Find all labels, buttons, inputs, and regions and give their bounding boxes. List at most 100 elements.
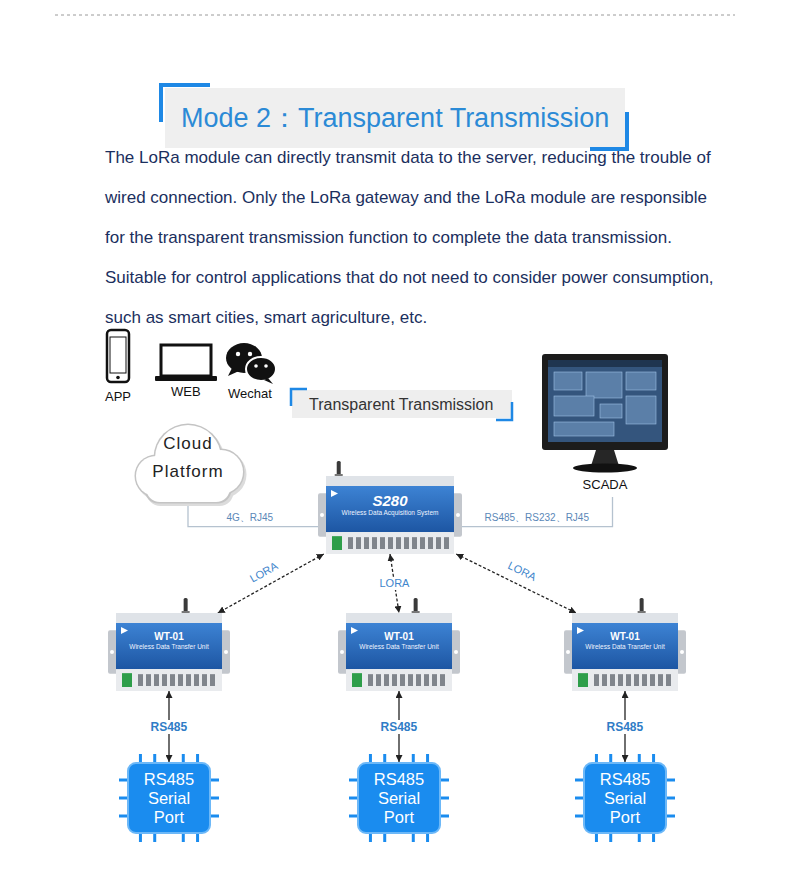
chip-pin: [211, 815, 219, 818]
chat-bubble-tail: [228, 368, 239, 376]
monitor-bezel: [542, 354, 668, 450]
edge-label: 4G、RJ45: [225, 512, 276, 524]
screen-panel: [554, 396, 594, 416]
terminal-block: [352, 673, 362, 687]
lora-module-shape: [564, 613, 686, 691]
terminal-pin: [202, 674, 207, 686]
chip-pin: [638, 834, 641, 842]
device-front: [326, 486, 454, 532]
terminal-pin: [348, 537, 353, 549]
laptop-screen: [161, 345, 211, 376]
terminal-pin: [416, 674, 421, 686]
terminal-pin: [420, 537, 425, 549]
device-logo: [331, 490, 338, 497]
chip-pin: [196, 754, 199, 762]
terminal-pin: [634, 674, 639, 686]
mount-hole: [340, 650, 344, 654]
device-subtitle: Wireless Data Transfer Unit: [129, 643, 208, 651]
chat-eye: [264, 364, 268, 368]
device-subtitle: Wireless Data Acquisition System: [342, 509, 439, 517]
terminal-pin: [356, 537, 361, 549]
terminal-pin: [194, 674, 199, 686]
screen-panel: [554, 372, 582, 390]
lora-module-shape: [338, 613, 460, 691]
edge-label: RS485、RS232、RJ45: [483, 512, 592, 524]
chip-pin: [412, 754, 415, 762]
terminal-pin: [372, 537, 377, 549]
node-text: WT-01Wireless Data Transfer Unit: [359, 631, 438, 651]
edge-label: LORA: [504, 559, 540, 586]
terminal-pin: [384, 674, 389, 686]
terminal-pin: [424, 674, 429, 686]
device-model: WT-01: [154, 631, 183, 643]
node-label: RS485 Serial Port: [590, 770, 660, 827]
chip-pin: [369, 754, 372, 762]
device-model: S280: [372, 492, 407, 509]
subheading-bracket: [291, 389, 307, 406]
device-subtitle: Wireless Data Transfer Unit: [359, 643, 438, 651]
wechat-icon: [226, 343, 276, 384]
terminal-pin: [436, 537, 441, 549]
terminal-pin: [666, 674, 671, 686]
mount-hole: [456, 513, 460, 517]
chip-pin: [119, 815, 127, 818]
terminal-pin: [376, 674, 381, 686]
device-top: [116, 613, 222, 623]
chip-pin: [595, 834, 598, 842]
edge-label: LORA: [378, 577, 412, 590]
chip-pin: [426, 834, 429, 842]
chip-pin: [609, 754, 612, 762]
chip-body: [584, 763, 666, 833]
terminal-pin: [642, 674, 647, 686]
terminal-pin: [364, 537, 369, 549]
mount-hole: [680, 650, 684, 654]
terminal-pin: [412, 537, 417, 549]
icon-label: Wechat: [228, 386, 272, 402]
mount-hole: [454, 650, 458, 654]
lora-gateway: S280Wireless Data Acquisition System: [318, 476, 462, 554]
chip-pin: [369, 834, 372, 842]
screen-panel: [554, 422, 614, 436]
terminal-pin: [388, 537, 393, 549]
cable-link: [188, 506, 318, 527]
chip-pin: [575, 797, 583, 800]
laptop-icon: [155, 345, 217, 381]
chip-pin: [119, 779, 127, 782]
terminal-pin: [380, 537, 385, 549]
chip-pin: [182, 834, 185, 842]
lora-module-shape: [108, 613, 230, 691]
lora-link: [218, 554, 324, 613]
chip-pin: [383, 834, 386, 842]
terminal-pin: [432, 674, 437, 686]
chip-pin: [575, 815, 583, 818]
cloud-platform: Cloud Platform: [126, 418, 250, 506]
terminal-pin: [444, 537, 449, 549]
terminal-pin: [428, 537, 433, 549]
chat-eye: [248, 352, 252, 356]
chip-pin: [667, 779, 675, 782]
chip-pin: [349, 797, 357, 800]
terminal-pin: [392, 674, 397, 686]
device-logo: [121, 627, 128, 634]
node-text: RS485 Serial Port: [134, 770, 204, 827]
node-text: RS485 Serial Port: [590, 770, 660, 827]
edge-label: RS485: [149, 720, 190, 734]
device-logo: [351, 627, 358, 634]
subheading-text: Transparent Transmission: [309, 395, 493, 414]
terminal-pin: [658, 674, 663, 686]
device-subtitle: Wireless Data Transfer Unit: [585, 643, 664, 651]
divider-line: [55, 15, 735, 16]
terminal-pin: [154, 674, 159, 686]
chat-eye: [236, 352, 240, 356]
mount-hole: [110, 650, 114, 654]
icon-label: APP: [105, 389, 131, 405]
edge-label: RS485: [605, 720, 646, 734]
description-text: The LoRa module can directly transmit da…: [105, 138, 730, 338]
terminal-pin: [146, 674, 151, 686]
monitor-screen: [548, 360, 662, 442]
node-text: WT-01Wireless Data Transfer Unit: [585, 631, 664, 651]
screen-panel: [626, 396, 656, 424]
chip-pin: [139, 834, 142, 842]
device-bottom: [346, 669, 452, 691]
chip-pin: [426, 754, 429, 762]
